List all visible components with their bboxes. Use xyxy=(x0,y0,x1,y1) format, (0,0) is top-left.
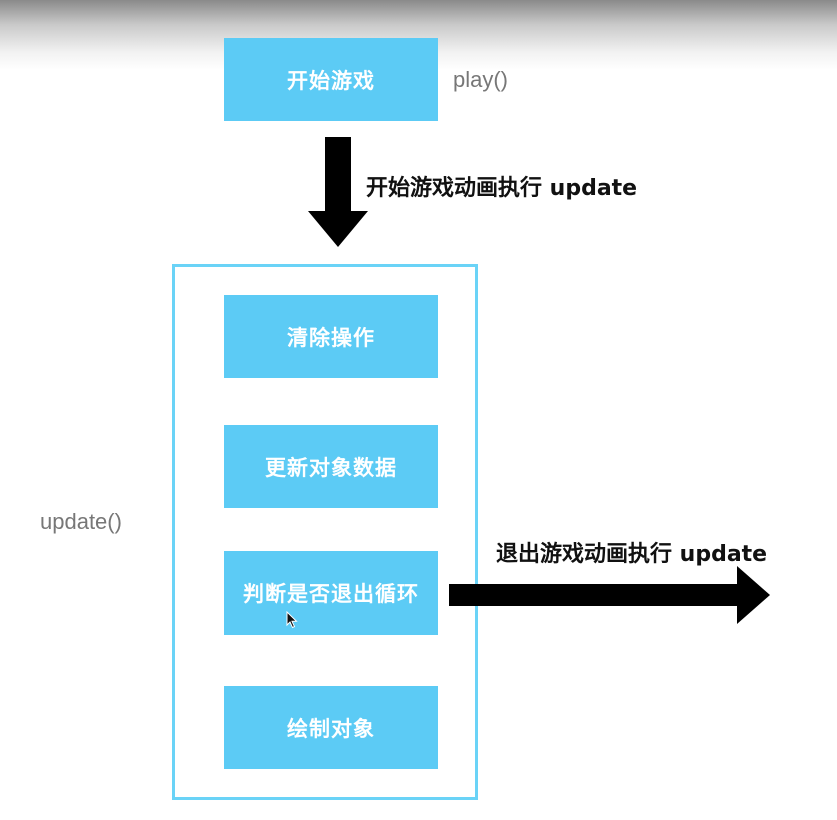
play-note: play() xyxy=(453,67,509,92)
down-arrow-shaft xyxy=(325,137,351,213)
down-arrow-head xyxy=(308,211,368,247)
update-loop-frame xyxy=(172,264,478,800)
exit-animation-caption: 退出游戏动画执行 update xyxy=(496,542,768,567)
start-animation-caption: 开始游戏动画执行 update xyxy=(366,176,638,201)
check-exit-box: 判断是否退出循环 xyxy=(224,551,438,635)
update-data-box: 更新对象数据 xyxy=(224,425,438,508)
mouse-pointer-icon xyxy=(286,610,298,633)
update-data-label: 更新对象数据 xyxy=(265,455,397,480)
clear-operation-box: 清除操作 xyxy=(224,295,438,378)
exit-arrow-head xyxy=(737,566,770,624)
check-exit-label: 判断是否退出循环 xyxy=(243,582,419,606)
clear-operation-label: 清除操作 xyxy=(287,325,375,350)
start-game-box: 开始游戏 xyxy=(224,38,438,121)
start-game-label: 开始游戏 xyxy=(287,68,375,93)
draw-objects-box: 绘制对象 xyxy=(224,686,438,769)
draw-objects-label: 绘制对象 xyxy=(287,716,375,741)
exit-arrow-shaft xyxy=(449,584,741,606)
update-note: update() xyxy=(40,509,122,534)
